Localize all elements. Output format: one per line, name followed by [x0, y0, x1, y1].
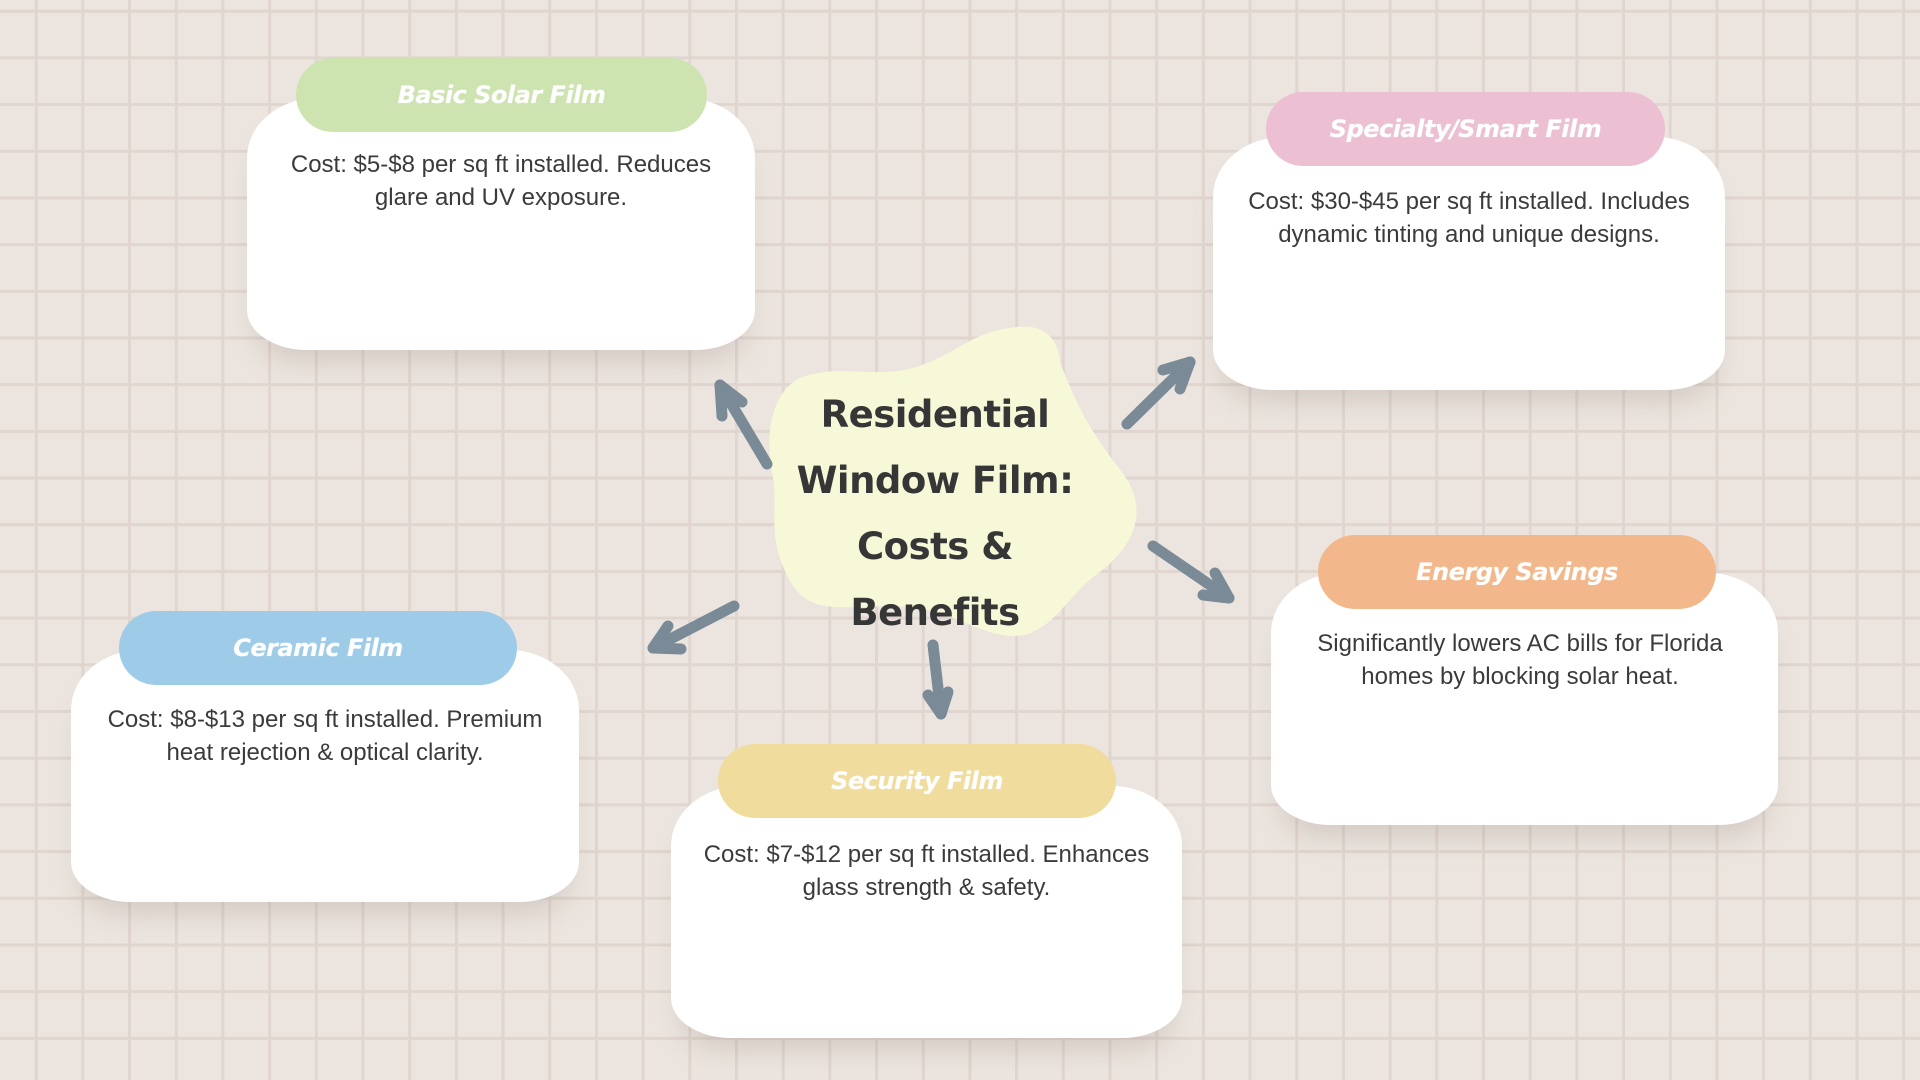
title-line-2: Window Film:	[796, 459, 1074, 502]
diagram-title: Residential Window Film: Costs & Benefit…	[770, 382, 1100, 646]
text-energy-savings: Significantly lowers AC bills for Florid…	[1317, 630, 1723, 690]
text-security-film: Cost: $7-$12 per sq ft installed. Enhanc…	[703, 841, 1150, 901]
pill-ceramic-film: Ceramic Film	[119, 611, 517, 685]
pill-energy-savings: Energy Savings	[1318, 535, 1716, 609]
card-specialty-smart-film	[1213, 137, 1725, 390]
card-basic-solar-film	[247, 98, 755, 350]
arrow-to-energy-savings-icon	[1147, 540, 1235, 604]
pill-security-film: Security Film	[718, 744, 1116, 818]
arrow-to-ceramic-film-icon	[647, 600, 740, 655]
text-specialty-smart-film: Cost: $30-$45 per sq ft installed. Inclu…	[1248, 188, 1690, 248]
blob-fill	[769, 326, 1137, 636]
text-ceramic-film: Cost: $8-$13 per sq ft installed. Premiu…	[107, 706, 543, 766]
center-blob-shape	[769, 326, 1137, 636]
title-line-3: Costs & Benefits	[850, 525, 1020, 634]
card-energy-savings	[1271, 573, 1778, 825]
text-basic-solar-film: Cost: $5-$8 per sq ft installed. Reduces…	[290, 151, 712, 211]
pill-specialty-smart-film: Specialty/Smart Film	[1266, 92, 1665, 166]
card-ceramic-film	[71, 650, 579, 902]
pill-basic-solar-film: Basic Solar Film	[296, 58, 707, 132]
arrow-to-security-film-icon	[922, 639, 954, 720]
title-line-1: Residential	[820, 393, 1050, 436]
card-security-film	[671, 786, 1182, 1038]
